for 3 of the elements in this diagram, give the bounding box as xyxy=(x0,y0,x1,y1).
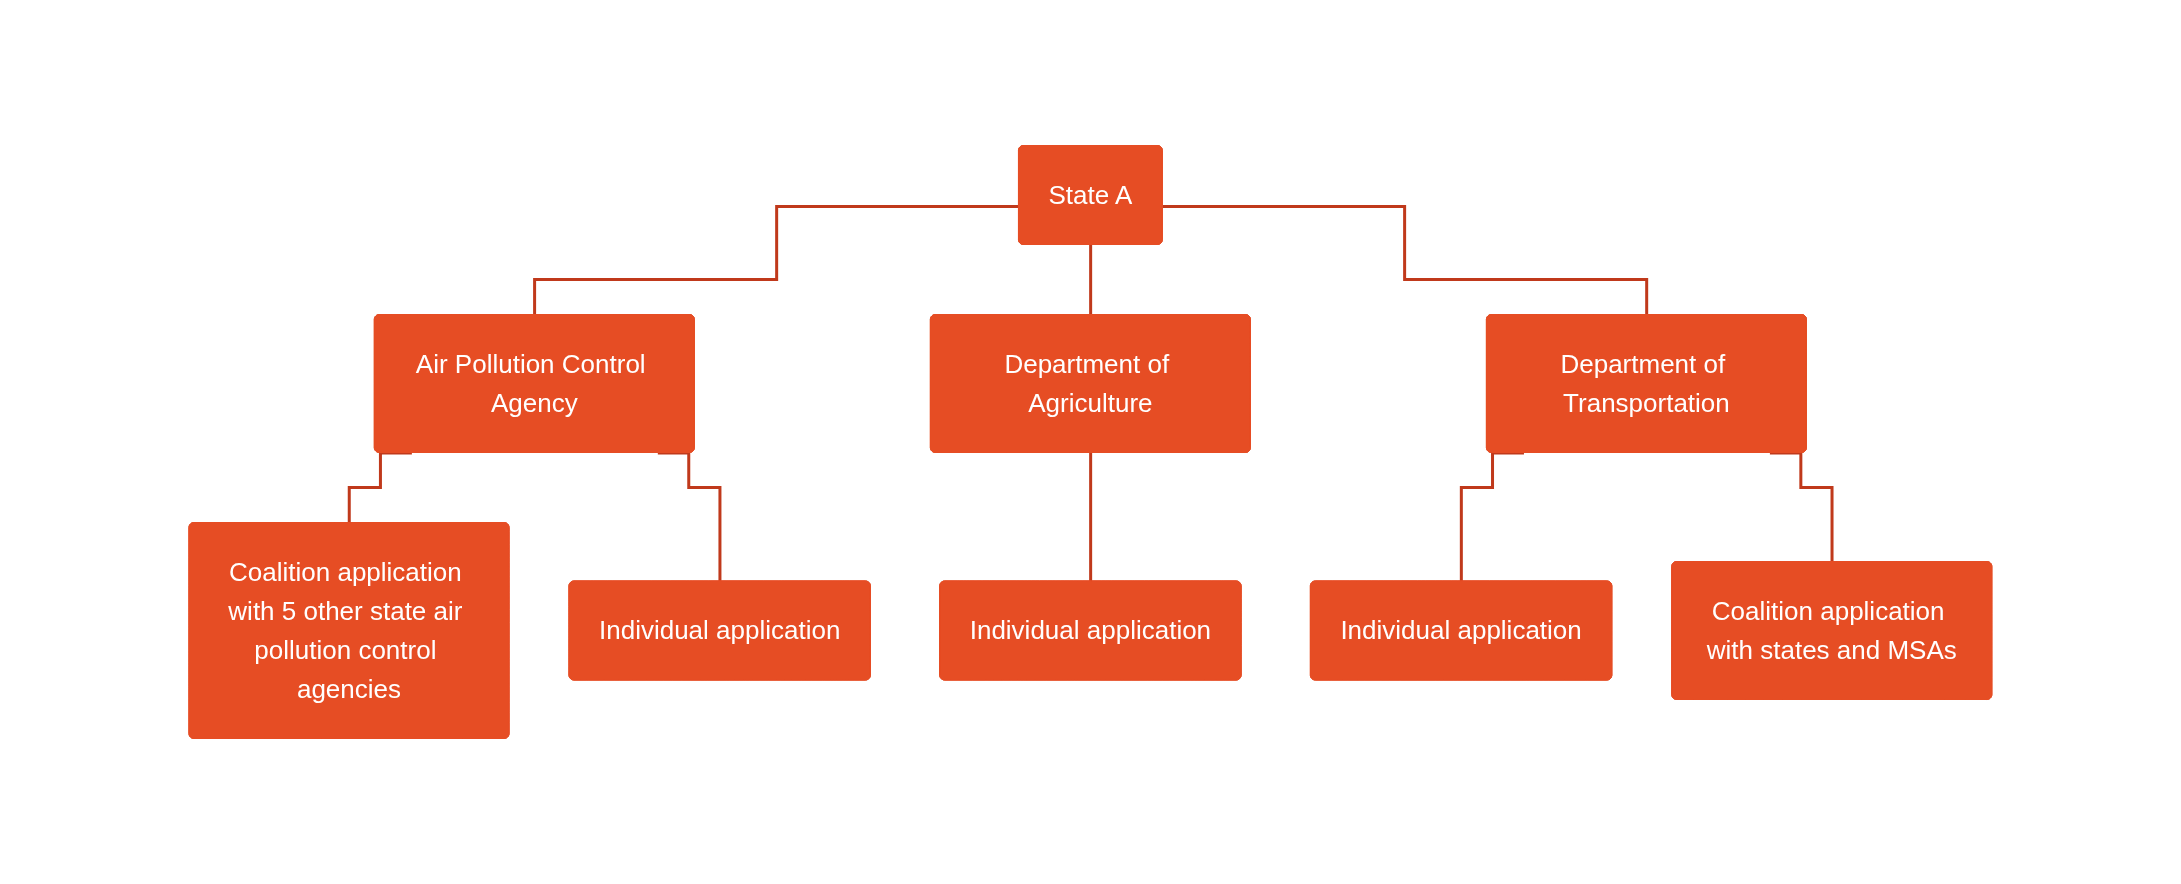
connector xyxy=(1089,451,1093,583)
connector xyxy=(657,451,722,583)
connector xyxy=(1459,451,1525,583)
